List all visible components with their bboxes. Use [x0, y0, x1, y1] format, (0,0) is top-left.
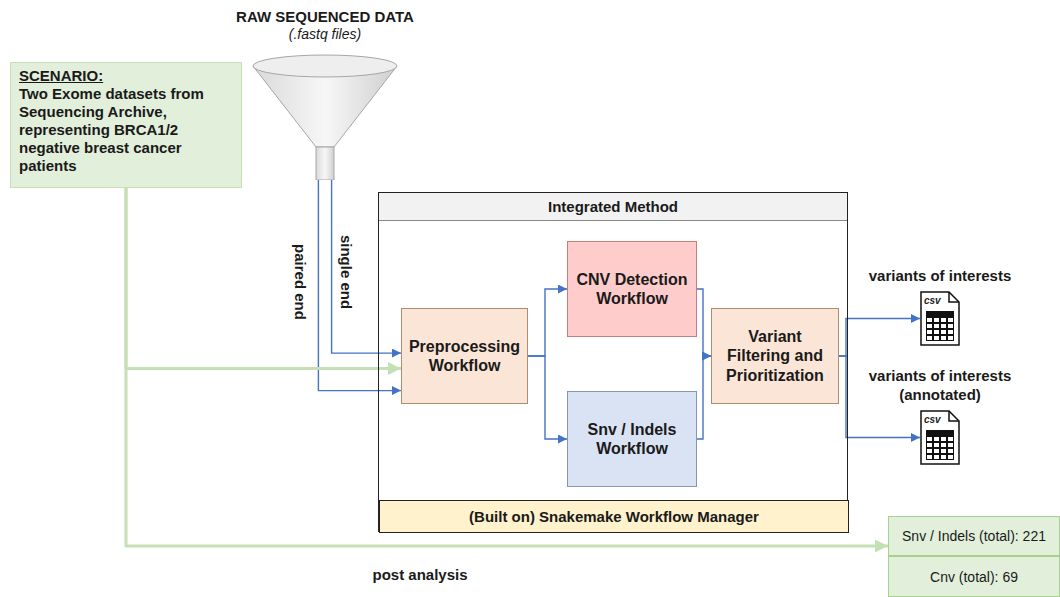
output-label: variants of interests — [840, 266, 1040, 285]
result-cell: Cnv (total): 69 — [888, 556, 1060, 597]
connector — [528, 356, 567, 439]
connector — [528, 289, 567, 356]
csv-output: variants of interests csv — [840, 266, 1040, 358]
edge-label: single end — [338, 233, 355, 311]
integrated-method-frame: Integrated MethodPreprocessing Workflow C… — [378, 192, 848, 532]
process-box: CNV Detection Workflow — [567, 241, 697, 337]
file-type: csv — [924, 295, 941, 306]
funnel-input: RAW SEQUENCED DATA(.fastq files) — [215, 8, 435, 180]
process-box: Snv / Indels Workflow — [567, 391, 697, 487]
node-title: CNV Detection Workflow — [572, 270, 692, 308]
csv-icon: csv — [920, 291, 960, 346]
edge-label: post analysis — [370, 566, 469, 583]
node-title: Preprocessing Workflow — [406, 337, 523, 375]
connector — [839, 319, 920, 357]
node-body: Two Exome datasets from Sequencing Archi… — [19, 85, 233, 175]
scenario-box: SCENARIO:Two Exome datasets from Sequenc… — [10, 62, 242, 188]
connector — [697, 289, 711, 356]
node-title: Integrated Method — [379, 193, 847, 221]
node-title: (Built on) Snakemake Workflow Manager — [469, 508, 759, 526]
connector — [126, 188, 401, 369]
funnel-shape — [215, 52, 435, 180]
node-title: RAW SEQUENCED DATA — [215, 8, 435, 26]
connector — [697, 356, 711, 439]
node-title: Snv / Indels (total): 221 — [902, 528, 1046, 544]
csv-output: variants of interests (annotated) csv — [840, 366, 1040, 482]
file-type: csv — [924, 414, 941, 425]
process-box: Variant Filtering and Prioritization — [711, 308, 839, 404]
node-body: (.fastq files) — [215, 26, 435, 43]
result-cell: Snv / Indels (total): 221 — [888, 516, 1060, 556]
node-title: Snv / Indels Workflow — [572, 420, 692, 458]
footer-band: (Built on) Snakemake Workflow Manager — [379, 500, 849, 533]
connector — [126, 188, 888, 546]
output-label: variants of interests (annotated) — [840, 366, 1040, 404]
node-title: Variant Filtering and Prioritization — [716, 327, 834, 385]
csv-icon: csv — [920, 410, 960, 465]
node-title: Cnv (total): 69 — [930, 569, 1018, 585]
process-box: Preprocessing Workflow — [401, 308, 528, 404]
edge-label: paired end — [292, 242, 309, 322]
node-title: SCENARIO: — [19, 67, 233, 85]
